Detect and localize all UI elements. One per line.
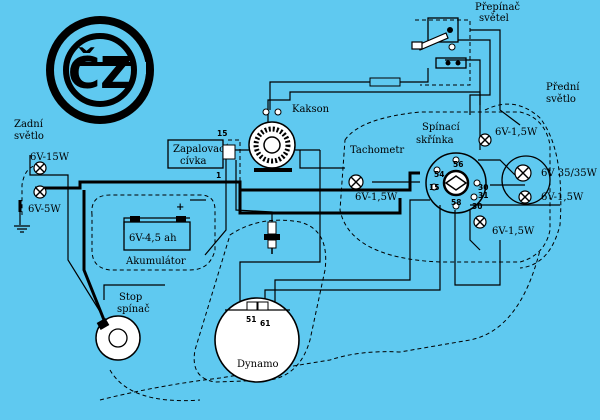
headlight	[501, 155, 551, 205]
switch-terminal-30: 30	[478, 183, 488, 192]
light-switch-label-1: Přepínač	[475, 2, 520, 13]
horn-label: Kakson	[292, 104, 330, 115]
rear-lamp-brake-rating: 6V-15W	[30, 152, 70, 163]
cz-logo: ČZ	[46, 16, 154, 124]
battery-rating: 6V-4,5 ah	[129, 233, 177, 244]
coil-label-1: Zapalovací	[173, 144, 229, 155]
wiring-main-harness	[18, 171, 420, 321]
tachometer-label: Tachometr	[350, 145, 404, 156]
spark-plug	[264, 221, 280, 254]
switch-box-label-1: Spínací	[422, 122, 460, 133]
switch-lamp-top-rating: 6V-1,5W	[495, 127, 538, 138]
coil-terminal-15: 15	[217, 129, 227, 138]
light-switch: Přepínač světel	[411, 2, 520, 69]
front-light-label-1: Přední	[546, 82, 580, 93]
horn: Kakson	[248, 104, 330, 172]
tacho-lamp-rating: 6V-1,5W	[355, 192, 398, 203]
rear-lamp-brake	[33, 161, 47, 175]
switch-lamp-top	[478, 133, 492, 147]
rear-light-label-1: Zadní	[14, 119, 44, 130]
stop-switch-label-1: Stop	[119, 292, 142, 303]
battery-label: Akumulátor	[125, 256, 186, 267]
battery: + 6V-4,5 ah Akumulátor	[123, 202, 191, 267]
switch-lamp-bottom	[473, 215, 487, 229]
headlight-main-rating: 6V 35/35W	[541, 168, 598, 179]
switch-terminal-56: 56	[453, 160, 463, 169]
switch-box-label-2: skřínka	[416, 135, 454, 146]
ignition-coil: Zapalovací cívka 15 1	[167, 129, 236, 180]
tacho-lamp	[348, 174, 364, 190]
ignition-switch-box: Spínací skřínka 56 54 15 58 30 31 30	[416, 122, 488, 214]
light-switch-label-2: světel	[479, 13, 509, 24]
switch-terminal-15: 15	[429, 183, 439, 192]
switch-terminal-54: 54	[434, 170, 444, 179]
dynamo-terminal-51: 51	[246, 315, 256, 324]
dynamo-terminal-61: 61	[260, 319, 270, 328]
rear-light-label-2: světlo	[14, 131, 44, 142]
headlight-aux-lamp	[518, 190, 532, 204]
stop-switch-label-2: spínač	[117, 304, 150, 315]
stop-switch: Stop spínač	[95, 292, 150, 361]
coil-terminal-1: 1	[216, 171, 221, 180]
dynamo-label: Dynamo	[237, 359, 279, 370]
dynamo: 51 61 Dynamo	[214, 297, 300, 383]
front-light-label-2: světlo	[546, 94, 576, 105]
rear-lamp-tail-rating: 6V-5W	[28, 204, 61, 215]
headlight-main-lamp	[514, 164, 532, 182]
frame-outlines	[21, 19, 562, 402]
battery-plus: +	[176, 202, 184, 213]
coil-label-2: cívka	[180, 156, 207, 167]
switch-terminal-30b: 30	[472, 202, 482, 211]
cz-logo-letters: ČZ	[68, 46, 132, 99]
switch-terminal-31: 31	[478, 191, 488, 200]
switch-lamp-bottom-rating: 6V-1,5W	[492, 226, 535, 237]
switch-terminal-58: 58	[451, 198, 461, 207]
rear-lamp-tail	[33, 185, 47, 199]
headlight-aux-rating: 6V-1,5W	[541, 192, 584, 203]
